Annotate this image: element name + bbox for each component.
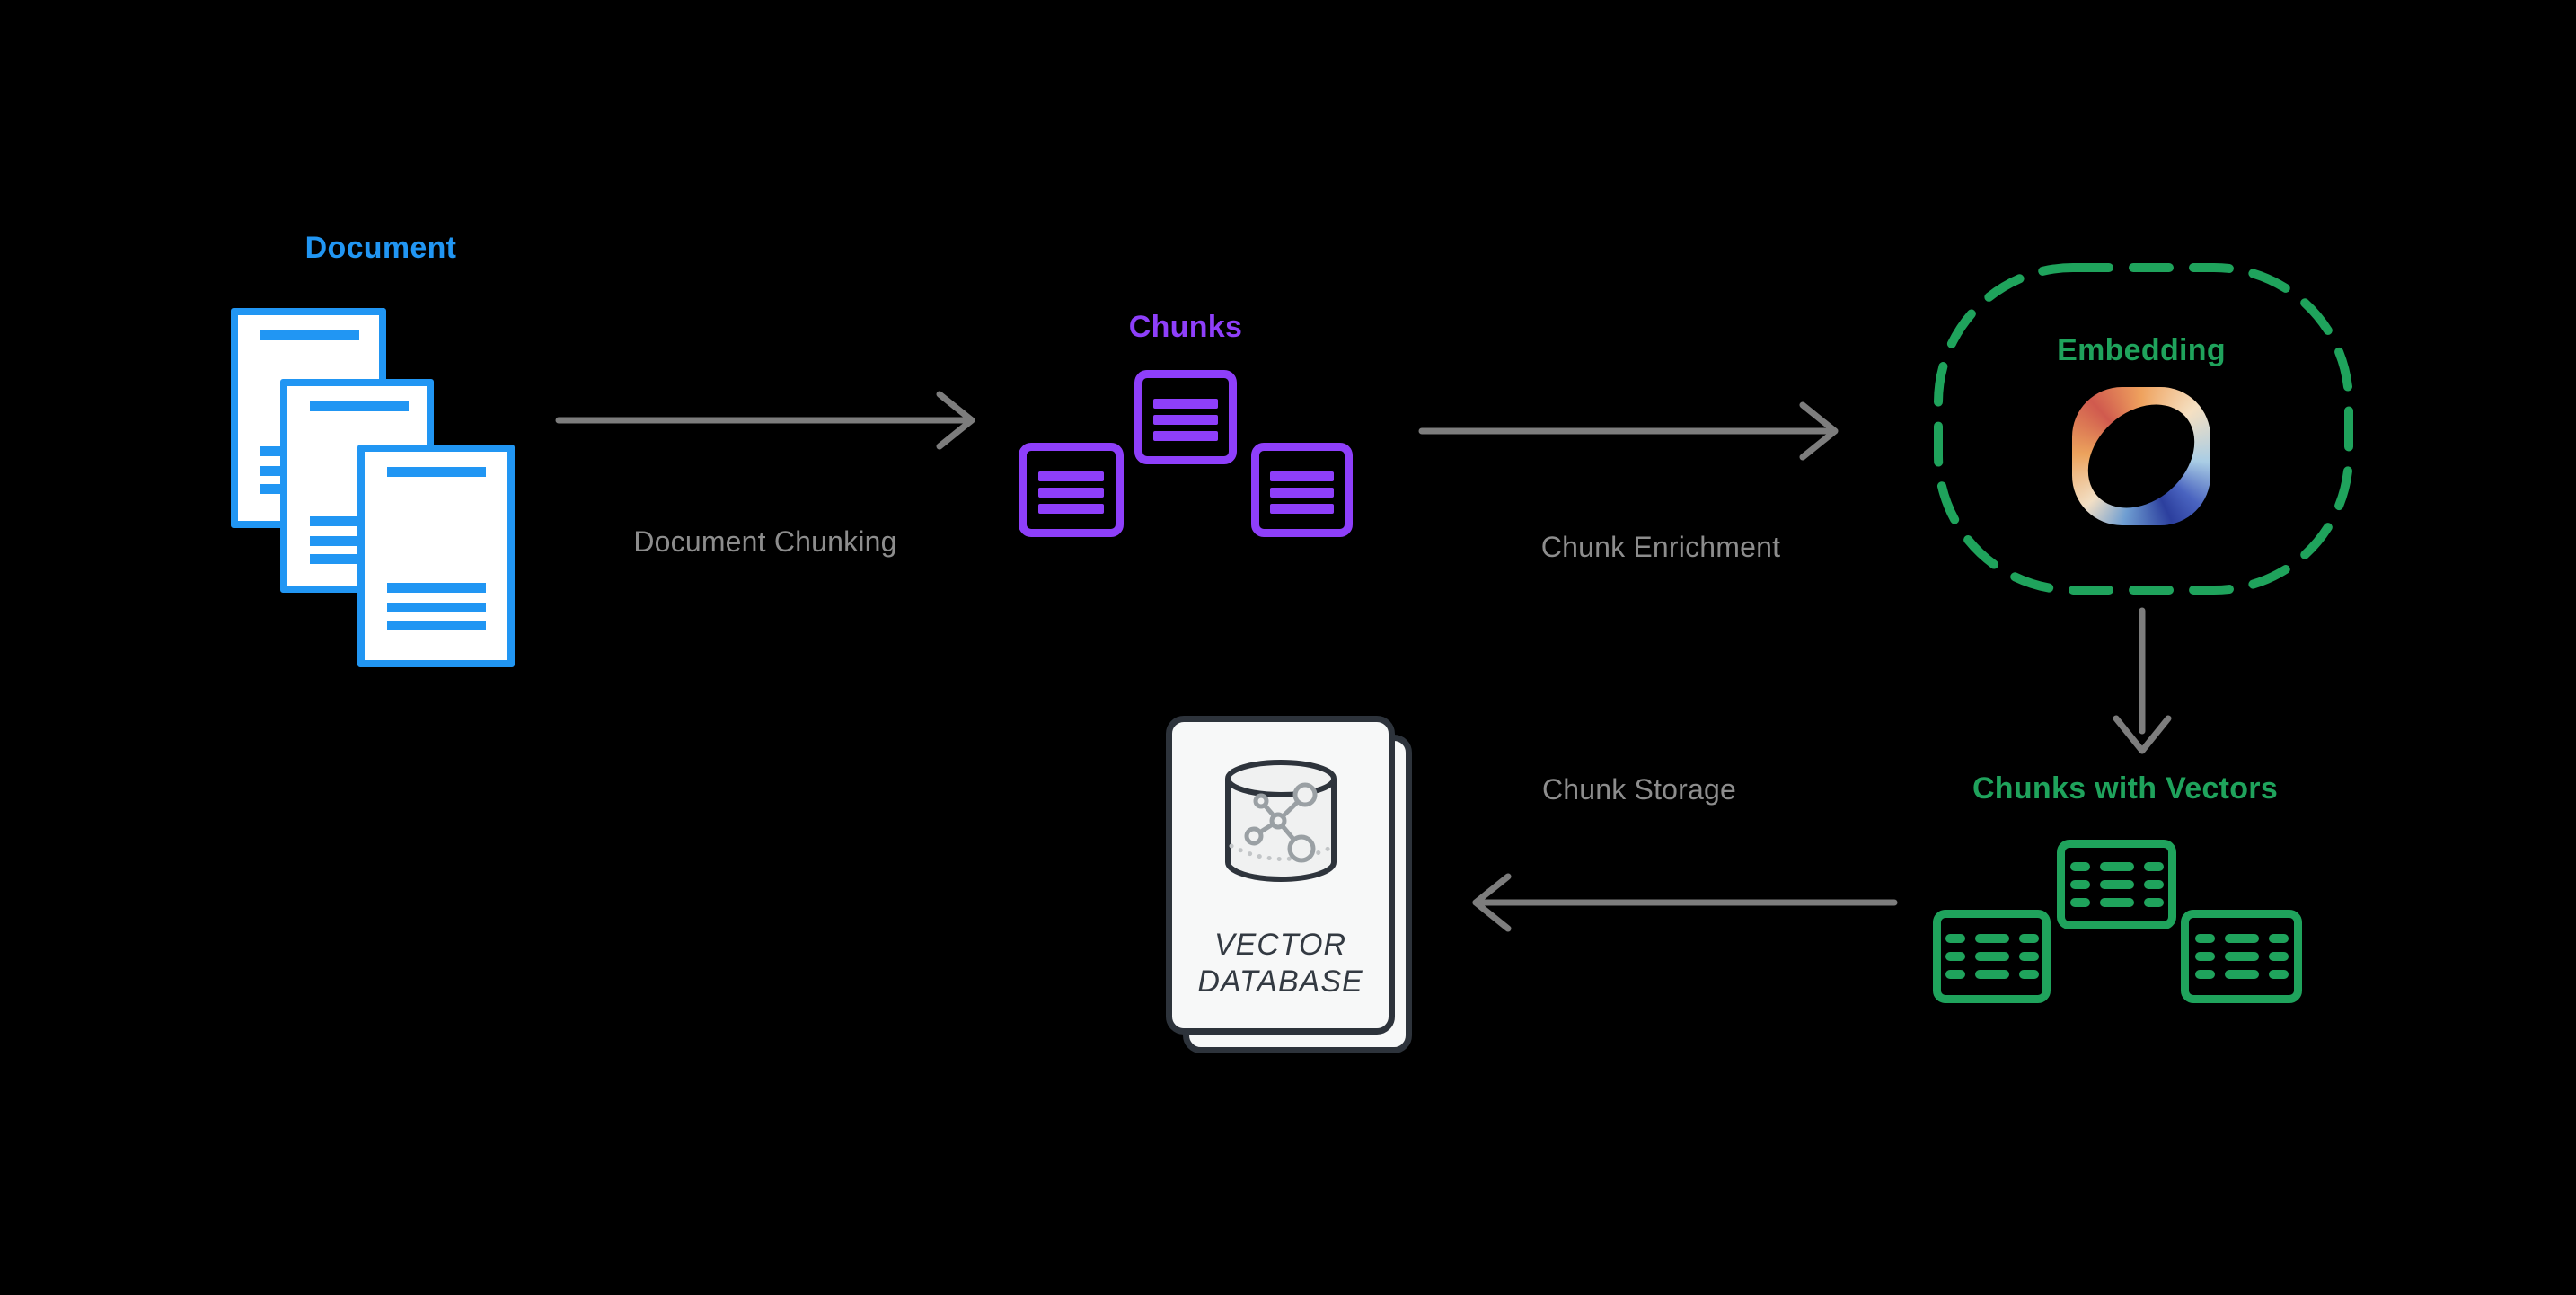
document-node-label: Document	[304, 231, 457, 265]
vector-chunk-icon	[1933, 910, 2051, 1003]
vector-database-card: VECTOR DATABASE	[1166, 716, 1395, 1035]
vector-database-label-line1: VECTOR	[1213, 928, 1347, 962]
vector-chunk-icon	[2181, 910, 2302, 1003]
network-graph-icon	[1244, 782, 1318, 863]
document-icon	[357, 445, 515, 667]
chunks-with-vectors-label: Chunks with Vectors	[1972, 771, 2279, 806]
chunk-icon	[1251, 443, 1353, 537]
vector-chunk-icon	[2057, 840, 2176, 929]
vector-database-label: VECTOR DATABASE	[1172, 927, 1389, 1000]
arrow-right-icon	[1418, 401, 1839, 461]
logo-hole	[2067, 383, 2216, 529]
database-icon	[1225, 760, 1337, 882]
arrow-down-icon	[2113, 607, 2172, 754]
arrow-left-icon	[1472, 873, 1898, 932]
chunk-icon	[1019, 443, 1124, 537]
vector-database-label-line2: DATABASE	[1197, 965, 1363, 999]
arrow-right-icon	[555, 391, 975, 450]
chunks-node-label: Chunks	[1128, 310, 1243, 344]
edge-label-chunk-enrichment: Chunk Enrichment	[1540, 531, 1781, 563]
embedding-dashed-capsule	[1934, 263, 2353, 595]
embedding-model-logo-icon	[2067, 383, 2216, 529]
edge-label-chunk-storage: Chunk Storage	[1541, 773, 1737, 806]
embedding-node-label: Embedding	[2057, 333, 2226, 367]
chunk-icon	[1134, 370, 1237, 464]
edge-label-document-chunking: Document Chunking	[633, 525, 897, 558]
